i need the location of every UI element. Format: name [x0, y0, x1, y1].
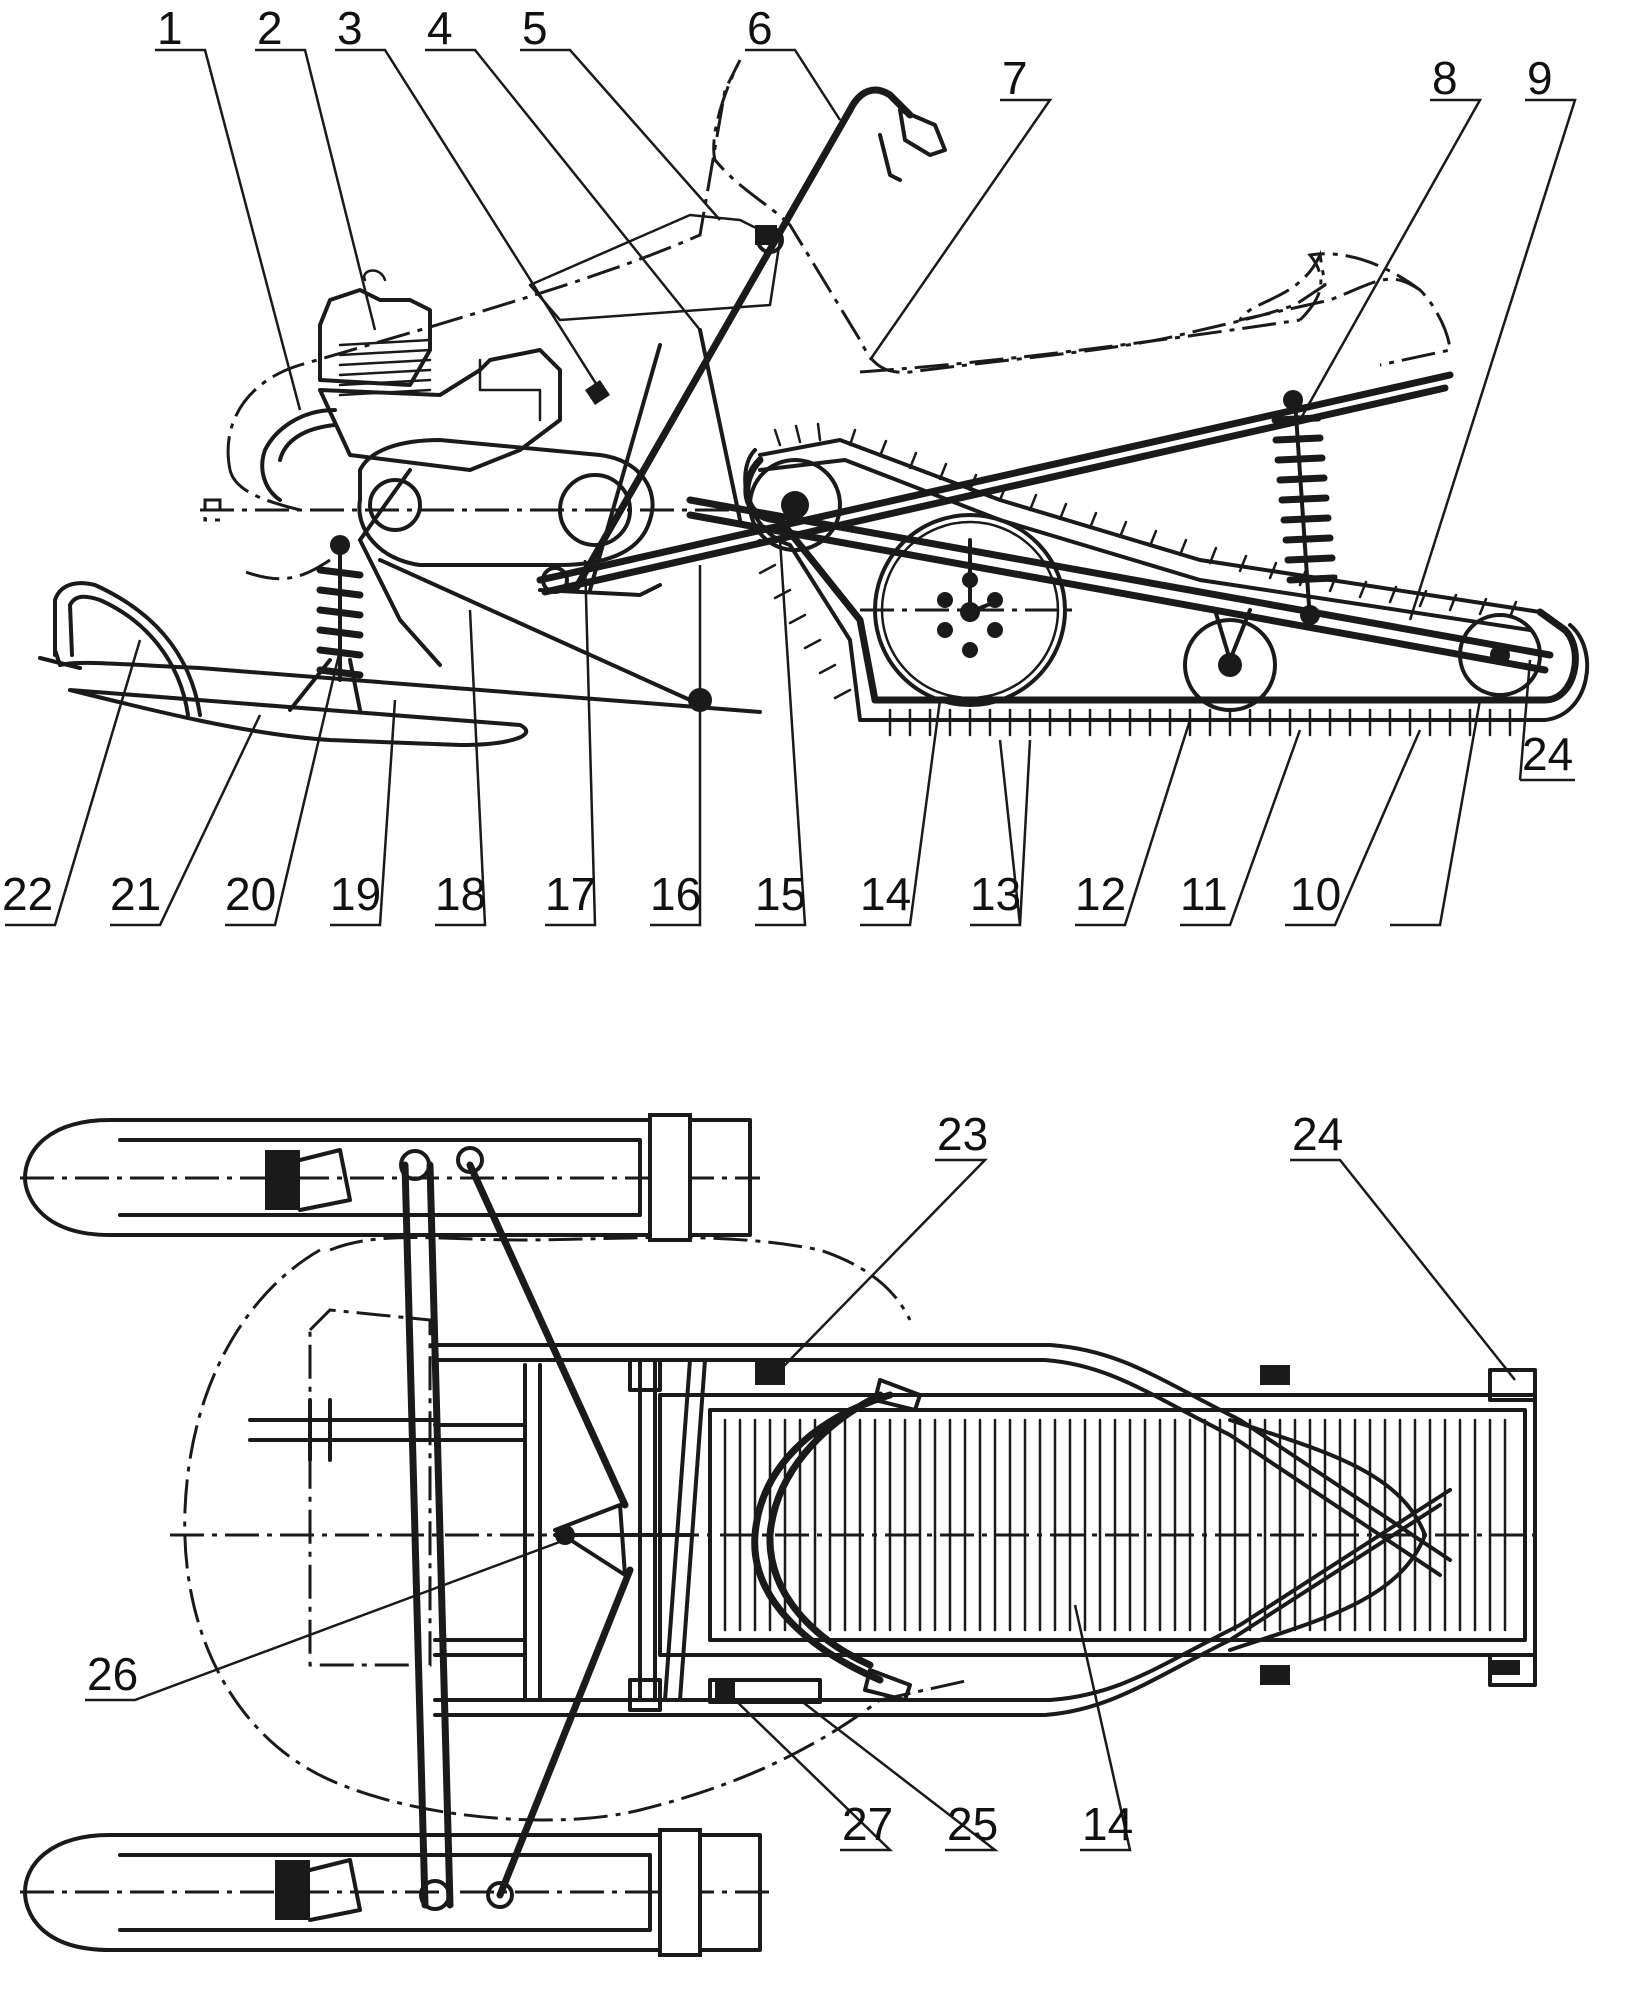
callout-25: 25 [947, 1798, 998, 1850]
callout-26: 26 [87, 1648, 138, 1700]
callout-24-top: 24 [1292, 1108, 1343, 1160]
top-ski-lower [20, 1828, 770, 1957]
rear-idler-wheel [1458, 613, 1542, 697]
callout-9: 9 [1527, 52, 1553, 104]
top-track [658, 1393, 1537, 1657]
steering-strut [588, 328, 742, 592]
front-fork-arm [358, 538, 692, 702]
side-view: 1 2 3 4 5 6 7 8 9 24 22 21 20 19 18 17 1… [2, 2, 1590, 927]
steering-column [571, 86, 914, 594]
top-ski-upper [20, 1113, 760, 1242]
track-cleats [743, 422, 1518, 737]
callout-2: 2 [257, 2, 283, 54]
callout-13: 13 [970, 868, 1021, 920]
callout-20: 20 [225, 868, 276, 920]
callout-22: 22 [2, 868, 53, 920]
road-wheel-large [860, 513, 1080, 707]
belt-guard [357, 438, 655, 567]
drive-sprocket [748, 458, 842, 552]
callout-17: 17 [545, 868, 596, 920]
body-outline [226, 59, 1452, 471]
side-view-leaders [5, 48, 1577, 927]
callout-6: 6 [747, 2, 773, 54]
callout-16: 16 [650, 868, 701, 920]
callout-1: 1 [157, 2, 183, 54]
steering-arm [553, 1503, 692, 1577]
callout-15: 15 [755, 868, 806, 920]
engine [318, 269, 562, 472]
callout-10: 10 [1290, 868, 1341, 920]
callout-7: 7 [1002, 52, 1028, 104]
callout-4: 4 [427, 2, 453, 54]
top-handlebar [751, 1391, 894, 1684]
top-seat-loop [1228, 1418, 1427, 1652]
road-wheel-small [1183, 608, 1277, 712]
top-view-leaders [85, 1158, 1516, 1852]
frame-rails [170, 1343, 1545, 1717]
track [743, 438, 1590, 722]
callout-19: 19 [330, 868, 381, 920]
callout-27: 27 [842, 1798, 893, 1850]
callout-11: 11 [1180, 868, 1228, 920]
callout-24-side: 24 [1522, 728, 1573, 780]
handlebar-grip [898, 108, 947, 157]
callout-18: 18 [435, 868, 486, 920]
callout-23: 23 [937, 1108, 988, 1160]
ski-bow [53, 581, 202, 717]
callout-21: 21 [110, 868, 161, 920]
hood-outline [203, 469, 331, 581]
ski-side [53, 648, 762, 747]
top-body-outline [183, 1236, 971, 1822]
rear-spring [1271, 390, 1338, 625]
drive-pulley [368, 478, 422, 532]
tie-rod-lower [496, 1566, 634, 1899]
exhaust-pipe [260, 408, 337, 502]
callout-14-top: 14 [1082, 1798, 1133, 1850]
callout-3: 3 [337, 2, 363, 54]
callout-12: 12 [1075, 868, 1126, 920]
tie-rod-upper [466, 1161, 629, 1509]
top-view-callouts: 23 24 26 27 25 14 [87, 1108, 1343, 1850]
callout-8: 8 [1432, 52, 1458, 104]
steering-linkage [538, 583, 662, 597]
side-view-callouts: 1 2 3 4 5 6 7 8 9 24 22 21 20 19 18 17 1… [2, 2, 1573, 920]
seat-outline [859, 252, 1421, 374]
top-view: 23 24 26 27 25 14 [20, 1108, 1545, 1957]
front-spring [316, 535, 364, 682]
callout-5: 5 [522, 2, 548, 54]
callout-14-side: 14 [860, 868, 911, 920]
